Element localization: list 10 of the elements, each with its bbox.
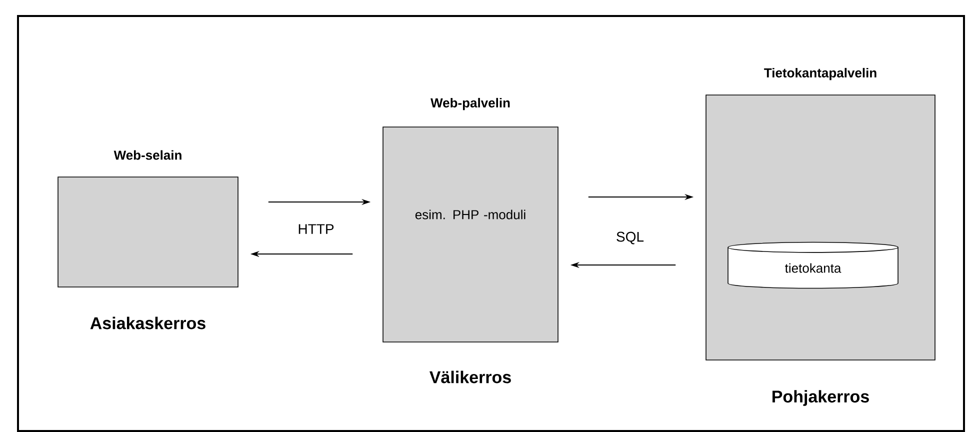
layer-label: Välikerros: [430, 370, 511, 384]
box-heading: Web-selain: [114, 150, 182, 160]
layer-label: Pohjakerros: [772, 390, 869, 406]
box-heading: Tietokantapalvelin: [764, 68, 876, 80]
layer-label: Asiakaskerros: [90, 316, 206, 330]
box-heading: Web-palvelin: [430, 98, 510, 110]
protocol-label: SQL: [616, 232, 644, 244]
box-text: esim. PHP -moduli: [415, 210, 526, 220]
protocol-label: HTTP: [298, 224, 334, 234]
database-cylinder: tietokanta: [728, 242, 898, 289]
